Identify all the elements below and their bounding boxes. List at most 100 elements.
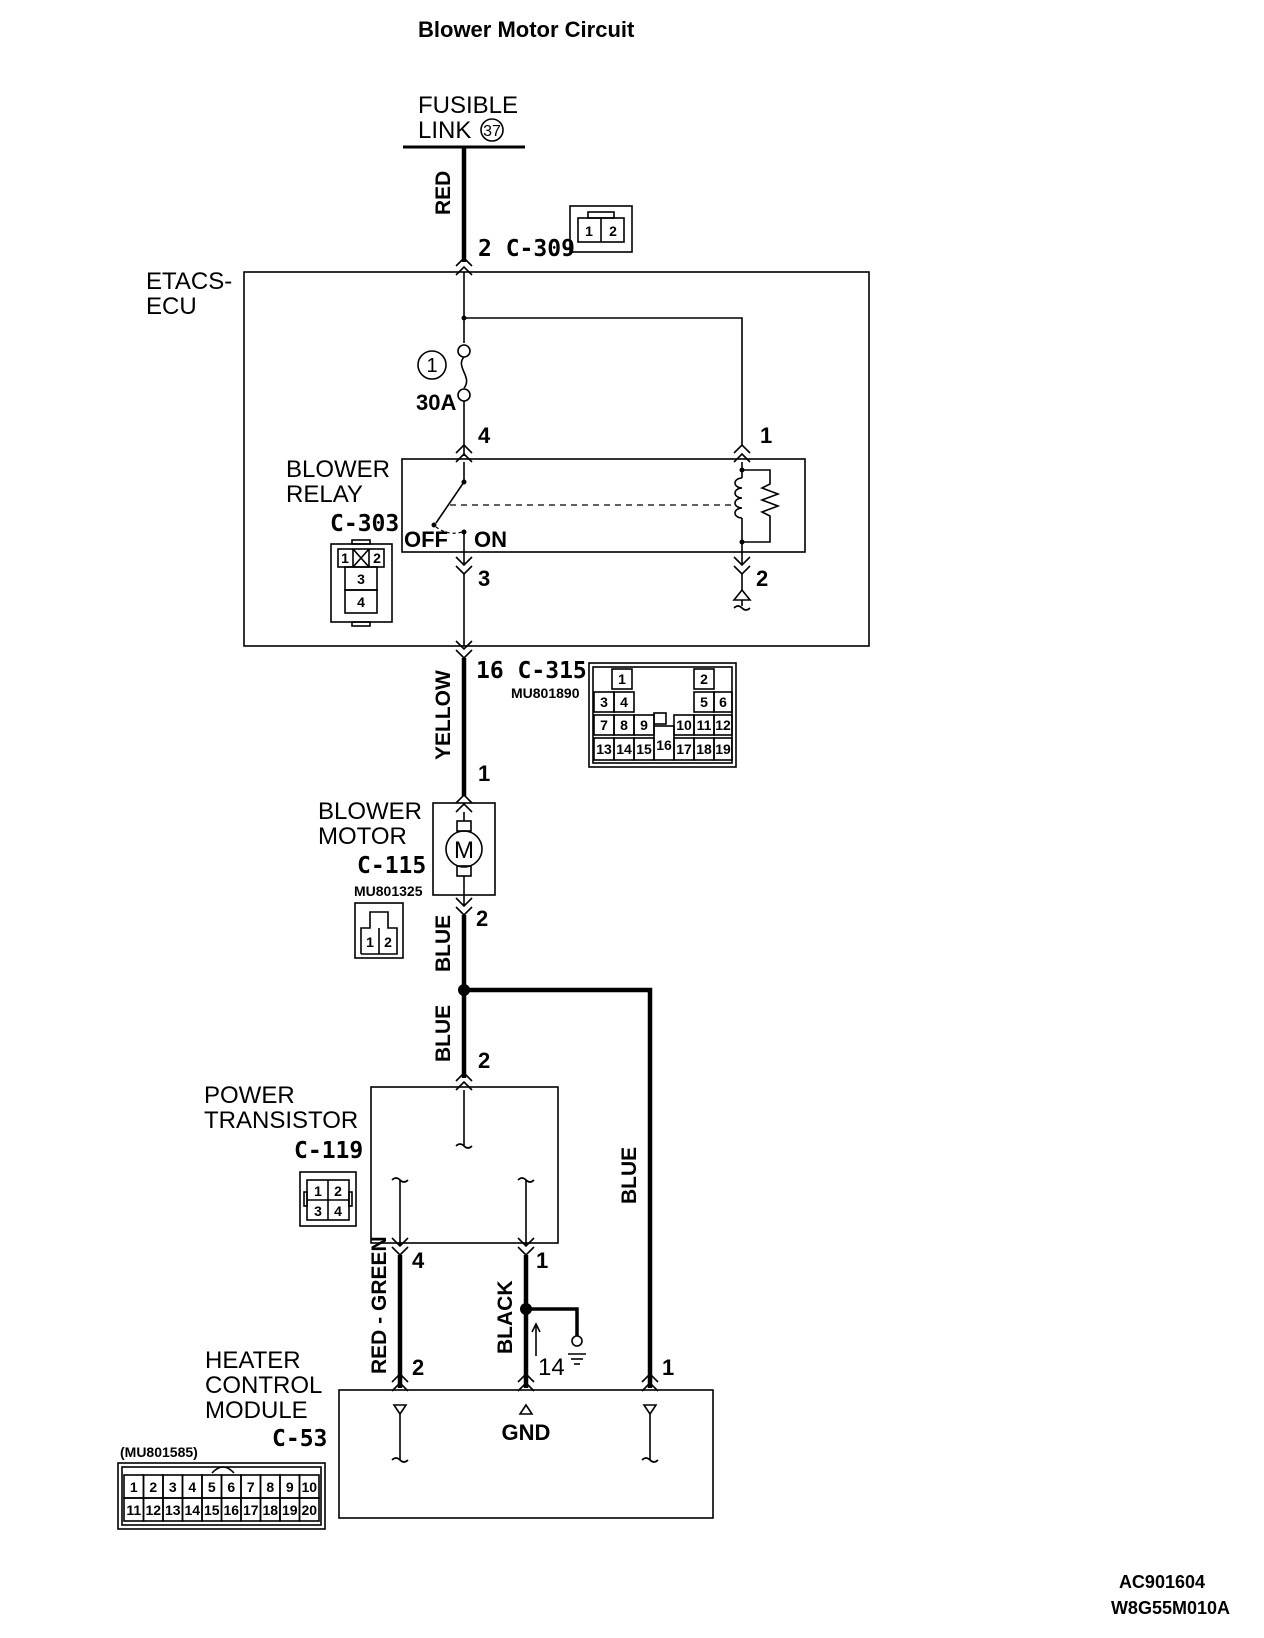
c309-cell-2: 2 [609, 223, 617, 239]
blower-motor-pin1-arrows [455, 793, 473, 813]
c53-cell: 4 [188, 1479, 196, 1495]
c315-cell-13: 13 [596, 741, 612, 757]
blower-motor-pin-1: 1 [478, 761, 490, 786]
c53-cell: 13 [165, 1502, 181, 1518]
fuse-terminal-top [457, 344, 471, 358]
c119-cell-1: 1 [314, 1183, 322, 1199]
relay-pin-2: 2 [756, 566, 768, 591]
etacs-label-2: ECU [146, 293, 197, 320]
fuse-element [460, 356, 468, 389]
c119-cell-2: 2 [334, 1183, 342, 1199]
c315-cell-8: 8 [620, 717, 628, 733]
ground-terminal [571, 1335, 583, 1347]
c53-cell: 11 [126, 1502, 141, 1518]
fuse-number-circle [417, 350, 447, 380]
blower-motor-label-2: MOTOR [318, 823, 407, 850]
c315-cell-4: 4 [620, 694, 628, 710]
c115-cell-2: 2 [384, 934, 392, 950]
power-transistor-pin-1: 1 [536, 1248, 548, 1273]
heater-pin2-break [391, 1457, 409, 1463]
heater-gnd-label: GND [502, 1420, 551, 1445]
fuse-number: 1 [426, 355, 437, 377]
c53-cell: 3 [169, 1479, 177, 1495]
c53-cell: 7 [247, 1479, 255, 1495]
fusible-link-number: 37 [483, 123, 501, 140]
heater-module-label: HEATER [205, 1347, 301, 1374]
fuse-terminal-bottom [457, 388, 471, 402]
power-transistor-connector: C-119 [294, 1138, 363, 1164]
c315-cell-18: 18 [696, 741, 712, 757]
heater-module-label-3: MODULE [205, 1397, 308, 1424]
c315-cell-1: 1 [618, 671, 626, 687]
heater-pin1-break [641, 1457, 659, 1463]
c315-cell-7: 7 [600, 717, 608, 733]
c53-cell: 8 [266, 1479, 274, 1495]
power-transistor-internal-break-1 [455, 1143, 473, 1149]
c315-cell-17: 17 [676, 741, 692, 757]
relay-coil-feed-wire [464, 317, 743, 445]
power-transistor-box [370, 1086, 559, 1244]
c53-cell: 12 [145, 1502, 161, 1518]
blower-relay-box [401, 458, 806, 553]
heater-module-connector: C-53 [272, 1426, 327, 1452]
blower-relay-connector: C-303 [330, 511, 399, 537]
blower-motor-symbol-letter: M [454, 837, 474, 864]
diagram-title: Blower Motor Circuit [418, 17, 635, 42]
c315-part-number: MU801890 [511, 685, 580, 701]
relay-resistor [742, 469, 781, 543]
relay-coil [734, 477, 743, 519]
c315-cell-19: 19 [715, 741, 731, 757]
red-wire-label: RED [432, 171, 455, 215]
c53-cell: 2 [149, 1479, 157, 1495]
power-transistor-pin-4: 4 [412, 1248, 425, 1273]
blower-relay-label: BLOWER [286, 456, 390, 483]
c53-cell: 16 [223, 1502, 239, 1518]
c53-cell-box [298, 1497, 320, 1522]
blower-relay-label-2: RELAY [286, 481, 363, 508]
blue-wire-label-3: BLUE [618, 1147, 641, 1204]
c315-cell-14: 14 [616, 741, 632, 757]
c303-cell-3: 3 [357, 571, 365, 587]
etacs-ecu-box [243, 271, 870, 647]
relay-off-label: OFF [404, 527, 448, 552]
relay-switch-arm [435, 481, 465, 524]
c315-cell-9: 9 [640, 717, 648, 733]
relay-pin-1: 1 [760, 423, 772, 448]
heater-pin2-input-marker [392, 1404, 408, 1416]
c303-cell-2: 2 [373, 550, 381, 566]
c315-cell-12: 12 [715, 717, 731, 733]
blower-motor-label: BLOWER [318, 798, 422, 825]
c53-cell: 20 [301, 1502, 317, 1518]
c115-connector-face: 1 2 [354, 902, 404, 959]
c53-cell: 9 [286, 1479, 294, 1495]
heater-pin1-input-marker [642, 1404, 658, 1416]
c53-cell: 17 [243, 1502, 259, 1518]
relay-ground-continuation [733, 600, 751, 611]
c315-cell-3: 3 [600, 694, 608, 710]
c53-cell: 5 [208, 1479, 216, 1495]
c53-cell: 6 [227, 1479, 235, 1495]
relay-pin-4: 4 [478, 423, 491, 448]
red-green-wire-label: RED - GREEN [368, 1236, 391, 1374]
black-wire-label: BLACK [494, 1281, 517, 1355]
relay-ground-arrow [732, 588, 752, 601]
ground-wire [526, 1307, 579, 1336]
blower-motor-part-number: MU801325 [354, 883, 423, 899]
blue-wire-label-2: BLUE [432, 1005, 455, 1062]
c53-cell: 18 [262, 1502, 278, 1518]
c53-cell: 1 [130, 1479, 138, 1495]
yellow-wire-label: YELLOW [432, 670, 455, 760]
power-transistor-label: POWER [204, 1082, 295, 1109]
heater-pin2-arrows [391, 1372, 409, 1392]
c53-cell: 10 [301, 1479, 317, 1495]
heater-pin-2: 2 [412, 1355, 424, 1380]
heater-module-part-number: (MU801585) [120, 1444, 198, 1460]
heater-gnd-marker [518, 1403, 534, 1415]
c119-cell-4: 4 [334, 1203, 342, 1219]
c119-connector-face: 1 2 3 4 [299, 1171, 357, 1227]
blue-wire-to-heater [464, 987, 653, 1388]
c315-cell-5: 5 [700, 694, 708, 710]
relay-on-label: ON [474, 527, 507, 552]
